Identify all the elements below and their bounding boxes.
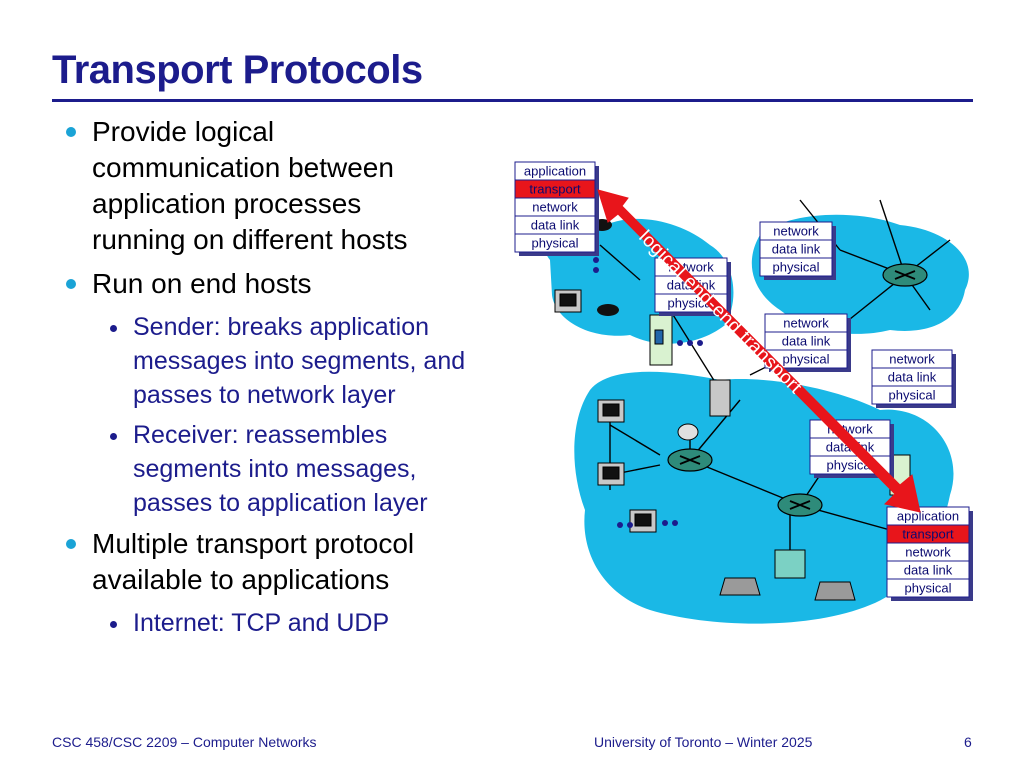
bullet-dot-icon: [66, 539, 76, 549]
stack-layer-box: [514, 233, 596, 253]
stack-layer-label: network: [773, 224, 819, 239]
stack-layer-label: application: [897, 509, 959, 524]
bullet-text: Multiple transport protocol available to…: [92, 528, 415, 595]
stack-layer-label: network: [532, 200, 578, 215]
bullet-text: Run on end hosts: [92, 268, 312, 299]
stack-layer-label: physical: [827, 458, 874, 473]
bullet-item: Run on end hosts: [50, 266, 500, 302]
router-stack: network data link physical: [764, 313, 851, 372]
stack-layer-label: data link: [772, 242, 821, 257]
footer-course: CSC 458/CSC 2209 – Computer Networks: [52, 734, 317, 750]
router-icon: [667, 448, 713, 472]
sub-bullet-item: Internet: TCP and UDP: [50, 606, 500, 640]
bullet-item: Provide logical communication between ap…: [50, 114, 500, 258]
stack-layer-label: application: [524, 164, 586, 179]
stack-layer-label: physical: [889, 388, 936, 403]
stack-layer-label: physical: [532, 236, 579, 251]
satellite-dish-icon: [677, 423, 699, 441]
stack-layer-label: data link: [782, 334, 831, 349]
bullet-item: Multiple transport protocol available to…: [50, 526, 500, 598]
sub-bullet-item: Receiver: reassembles segments into mess…: [50, 418, 500, 520]
sub-bullet-text: Receiver: reassembles segments into mess…: [133, 421, 428, 517]
stack-layer-label: transport: [902, 527, 954, 542]
stack-layer-label: data link: [904, 563, 953, 578]
stack-layer-label: data link: [888, 370, 937, 385]
sub-bullet-item: Sender: breaks application messages into…: [50, 310, 500, 412]
bullet-dot-icon: [66, 279, 76, 289]
network-diagram: application transport network data link phys…: [514, 161, 973, 624]
laptop-icon: [719, 577, 856, 601]
router-icon: [777, 493, 823, 517]
stack-layer-label: physical: [773, 260, 820, 275]
bullet-list: Provide logical communication between ap…: [50, 114, 500, 646]
sub-bullet-dot-icon: [110, 433, 117, 440]
stack-layer-box: [759, 257, 833, 277]
stack-layer-label: data link: [531, 218, 580, 233]
end-host-stack-top: application transport network data link phys…: [514, 161, 599, 256]
router-stack: network data link physical: [759, 221, 836, 280]
page-number: 6: [964, 734, 972, 750]
stack-layer-box: [886, 578, 970, 598]
bullet-dot-icon: [66, 127, 76, 137]
stack-layer-label: physical: [783, 352, 830, 367]
stack-layer-box: [871, 385, 953, 405]
stack-layer-label: network: [783, 316, 829, 331]
sub-bullet-dot-icon: [110, 621, 117, 628]
stack-layer-label: network: [905, 545, 951, 560]
stack-layer-label: transport: [529, 182, 581, 197]
slide-title: Transport Protocols: [52, 48, 423, 92]
stack-layer-label: physical: [905, 581, 952, 596]
router-icon: [882, 263, 928, 287]
end-host-stack-bottom: application transport network data link phys…: [886, 506, 973, 601]
footer-university: University of Toronto – Winter 2025: [594, 734, 813, 750]
sub-bullet-text: Internet: TCP and UDP: [133, 609, 390, 637]
stack-layer-label: network: [889, 352, 935, 367]
title-rule: [52, 99, 973, 102]
sub-bullet-text: Sender: breaks application messages into…: [133, 313, 466, 409]
bullet-text: Provide logical communication between ap…: [92, 116, 408, 255]
sub-bullet-dot-icon: [110, 325, 117, 332]
router-stack: network data link physical: [871, 349, 956, 408]
